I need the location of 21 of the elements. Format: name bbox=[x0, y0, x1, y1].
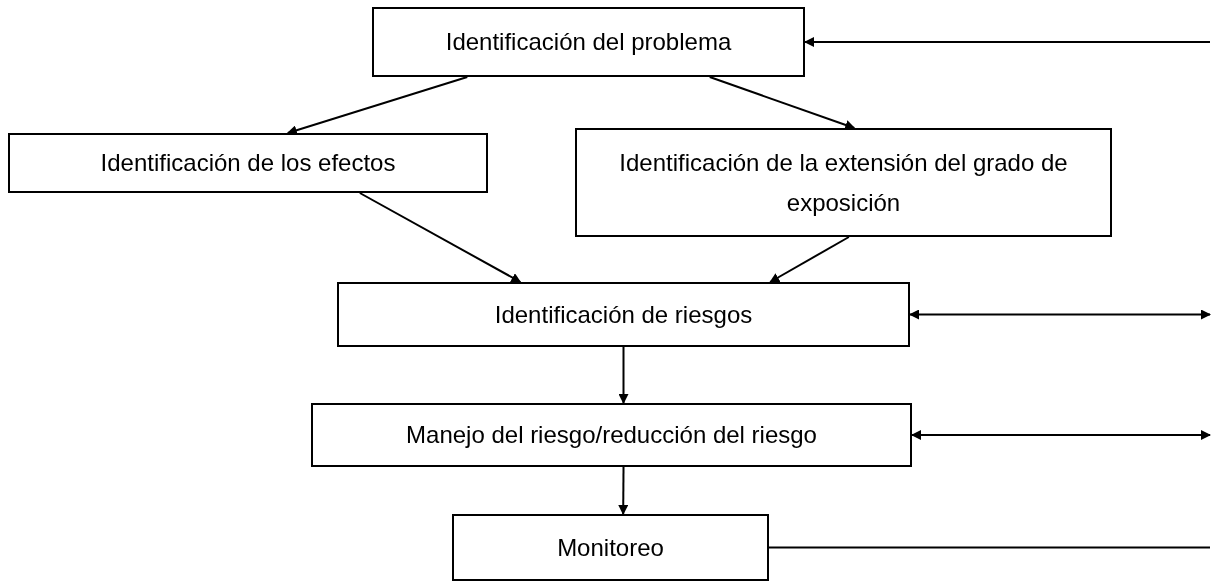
arrow bbox=[769, 236, 850, 283]
box-label: Identificación de la extensión del grado de exposición bbox=[618, 147, 1069, 218]
process-box bbox=[337, 282, 910, 347]
process-box bbox=[311, 403, 912, 467]
process-box bbox=[575, 128, 1112, 237]
arrow bbox=[286, 76, 469, 136]
box-label: Identificación del problema bbox=[445, 27, 732, 57]
arrow bbox=[804, 37, 1211, 47]
process-box bbox=[372, 7, 805, 77]
arrow bbox=[708, 76, 856, 130]
arrow bbox=[909, 309, 1211, 320]
arrow bbox=[618, 466, 629, 515]
box-label: Manejo del riesgo/reducción del riesgo bbox=[406, 420, 817, 450]
box-label: Identificación de riesgos bbox=[494, 299, 753, 330]
box-label: Identificación de los efectos bbox=[100, 148, 396, 178]
arrow bbox=[618, 346, 629, 404]
process-box bbox=[452, 514, 769, 581]
process-box bbox=[8, 133, 488, 193]
arrow bbox=[911, 430, 1211, 440]
box-label: Monitoreo bbox=[557, 532, 664, 563]
arrow bbox=[358, 192, 522, 283]
